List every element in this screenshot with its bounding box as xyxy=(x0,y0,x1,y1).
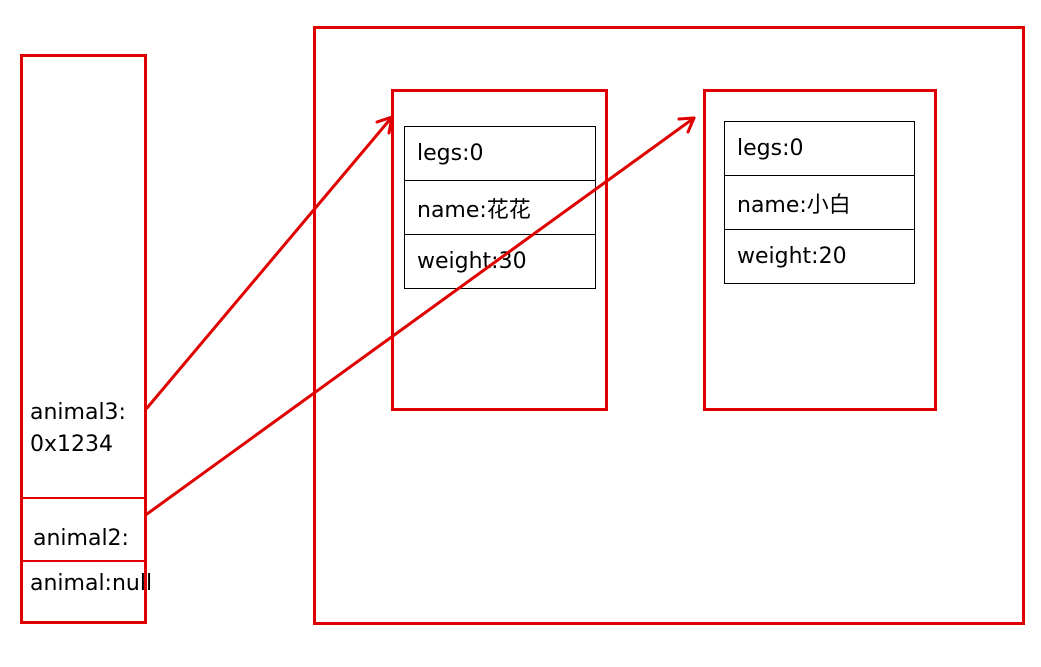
object-2-fields: legs:0 name:小白 weight:20 xyxy=(724,121,915,284)
object-1-fields: legs:0 name:花花 weight:30 xyxy=(404,126,596,289)
object-1-legs-field: legs:0 xyxy=(405,127,595,181)
animal3-address: 0x1234 xyxy=(30,432,114,457)
object-2-weight-field: weight:20 xyxy=(725,230,914,284)
animal2-label: animal2: xyxy=(33,526,129,551)
object-2-name-field: name:小白 xyxy=(725,176,914,230)
animal-null-label: animal:null xyxy=(30,571,153,596)
object-2-frame xyxy=(703,89,937,411)
animal3-label: animal3: xyxy=(30,400,126,425)
object-1-name-field: name:花花 xyxy=(405,181,595,235)
stack-divider-2 xyxy=(20,560,147,562)
object-1-weight-field: weight:30 xyxy=(405,235,595,289)
stack-divider-1 xyxy=(20,497,147,499)
object-2-legs-field: legs:0 xyxy=(725,122,914,176)
